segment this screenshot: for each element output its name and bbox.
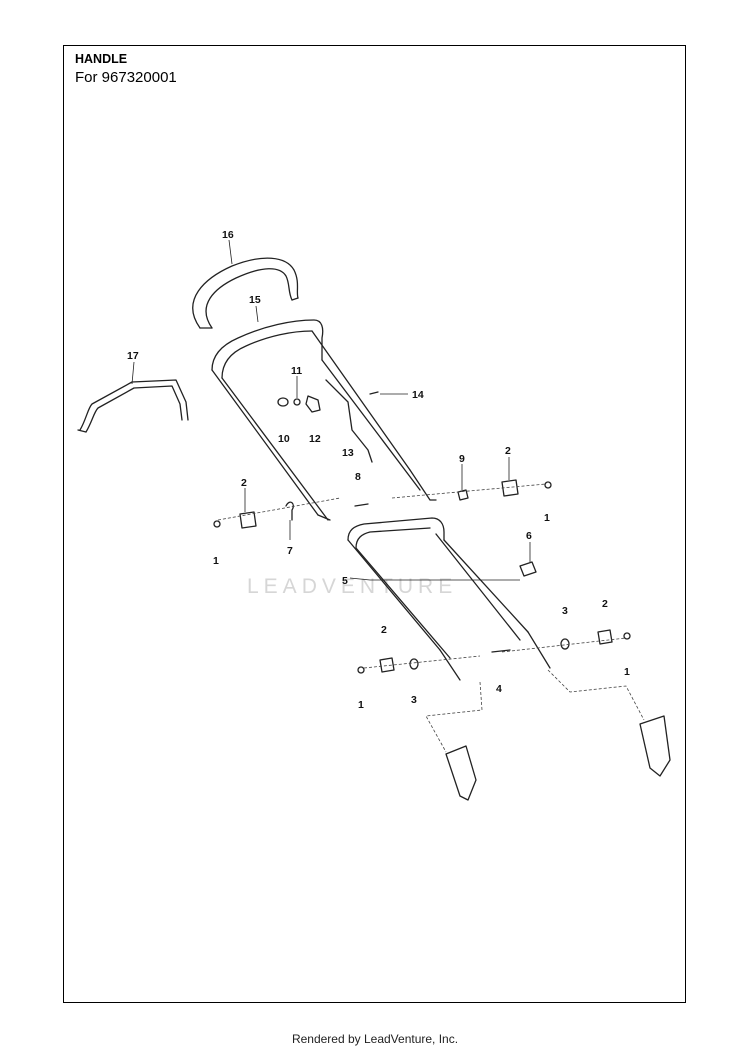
part-washer-3a	[409, 658, 419, 670]
callout-label: 8	[355, 471, 361, 483]
callout-label: 9	[459, 453, 465, 465]
part-6	[519, 561, 537, 577]
leader-5	[349, 577, 520, 581]
part-lower-handle	[347, 517, 551, 681]
leader-lower-right-line	[501, 637, 627, 653]
callout-label: 1	[213, 555, 219, 567]
part-bolt-8	[354, 503, 369, 507]
part-nut-1a	[213, 520, 221, 528]
callout-label: 6	[526, 530, 532, 542]
part-11	[293, 398, 301, 406]
callout-label: 3	[562, 605, 568, 617]
part-knob-right-top	[501, 479, 519, 497]
callout-label: 13	[342, 447, 354, 459]
part-pin-7	[285, 501, 294, 521]
part-grip-cover	[192, 257, 299, 329]
part-control-bail	[77, 379, 189, 433]
callout-label: 2	[505, 445, 511, 457]
part-10	[277, 397, 289, 407]
callout-label: 16	[222, 229, 234, 241]
leader-lower-left-line	[363, 655, 481, 669]
part-nut-1d	[623, 632, 631, 640]
callout-label: 10	[278, 433, 290, 445]
part-screw-14	[369, 391, 379, 395]
watermark: LEADVENTURE	[247, 575, 458, 598]
leader-left-bracket	[425, 681, 483, 753]
callout-label: 17	[127, 350, 139, 362]
callout-label: 1	[624, 666, 630, 678]
diagram-subtitle: For 967320001	[75, 69, 177, 86]
leader-15	[255, 305, 259, 323]
callout-label: 5	[342, 575, 348, 587]
part-nut-1c	[357, 666, 365, 674]
part-9	[457, 489, 469, 501]
part-nut-1b	[544, 481, 552, 489]
diagram-title: HANDLE	[75, 52, 128, 66]
diagram-frame	[63, 45, 686, 1003]
leader-upper-rear	[217, 497, 341, 521]
leader-16	[228, 239, 233, 265]
part-washer-3b	[560, 638, 570, 650]
callout-label: 2	[602, 598, 608, 610]
part-bolt-4	[491, 649, 511, 653]
callout-label: 12	[309, 433, 321, 445]
callout-label: 2	[381, 624, 387, 636]
footer-credit: Rendered by LeadVenture, Inc.	[291, 1032, 459, 1046]
part-bracket-left	[445, 745, 477, 801]
part-knob-lower-right	[597, 629, 613, 645]
leader-right-bracket	[547, 669, 645, 721]
part-knob-lower-left	[379, 657, 395, 673]
callout-label: 7	[287, 545, 293, 557]
part-knob-left	[239, 511, 257, 529]
callout-label: 14	[412, 389, 424, 401]
part-bracket-right	[639, 715, 671, 777]
callout-label: 1	[358, 699, 364, 711]
callout-label: 4	[496, 683, 502, 695]
leader-right-knob-line	[391, 483, 547, 499]
callout-label: 15	[249, 294, 261, 306]
callout-label: 11	[291, 365, 302, 377]
callout-label: 1	[544, 512, 550, 524]
part-cable	[325, 379, 373, 463]
leader-17	[131, 361, 135, 385]
callout-label: 2	[241, 477, 247, 489]
part-upper-handle	[211, 319, 437, 521]
callout-label: 3	[411, 694, 417, 706]
part-12	[305, 395, 321, 413]
